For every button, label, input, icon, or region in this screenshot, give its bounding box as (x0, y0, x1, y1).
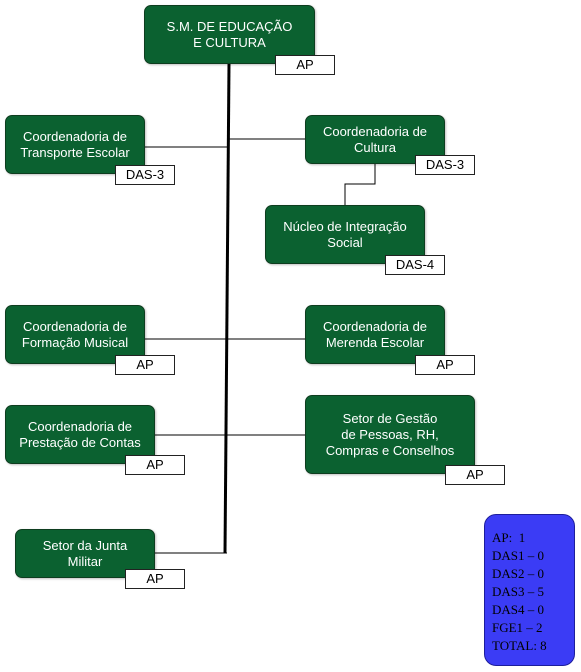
unit-formacao-tag: AP (115, 355, 175, 375)
unit-formacao: Coordenadoria de Formação Musical (5, 305, 145, 364)
unit-integracao-tag: DAS-4 (385, 255, 445, 275)
summary-line-fge1: FGE1 – 2 (492, 620, 543, 635)
unit-junta-tag: AP (125, 569, 185, 589)
unit-cultura-tag: DAS-3 (415, 155, 475, 175)
unit-transporte-tag: DAS-3 (115, 165, 175, 185)
unit-merenda-tag: AP (415, 355, 475, 375)
summary-line-das4: DAS4 – 0 (492, 602, 545, 617)
unit-prestacao-tag: AP (125, 455, 185, 475)
summary-line-das3: DAS3 – 5 (492, 584, 545, 599)
summary-line-das1: DAS1 – 0 (492, 548, 545, 563)
summary-line-ap: AP: 1 (492, 530, 526, 545)
root-node: S.M. DE EDUCAÇÃO E CULTURA (144, 5, 315, 64)
unit-merenda: Coordenadoria de Merenda Escolar (305, 305, 445, 364)
unit-transporte: Coordenadoria de Transporte Escolar (5, 115, 145, 174)
unit-junta: Setor da Junta Militar (15, 529, 155, 578)
unit-gestao-tag: AP (445, 465, 505, 485)
summary-line-total: TOTAL: 8 (492, 638, 547, 653)
trunk-line (223, 63, 231, 554)
unit-gestao: Setor de Gestão de Pessoas, RH, Compras … (305, 395, 475, 474)
position-summary-box: AP: 1 DAS1 – 0 DAS2 – 0 DAS3 – 5 DAS4 – … (484, 514, 575, 666)
summary-line-das2: DAS2 – 0 (492, 566, 545, 581)
unit-integracao: Núcleo de Integração Social (265, 205, 425, 264)
unit-prestacao: Coordenadoria de Prestação de Contas (5, 405, 155, 464)
root-tag: AP (275, 55, 335, 75)
connector-integracao (344, 164, 376, 205)
